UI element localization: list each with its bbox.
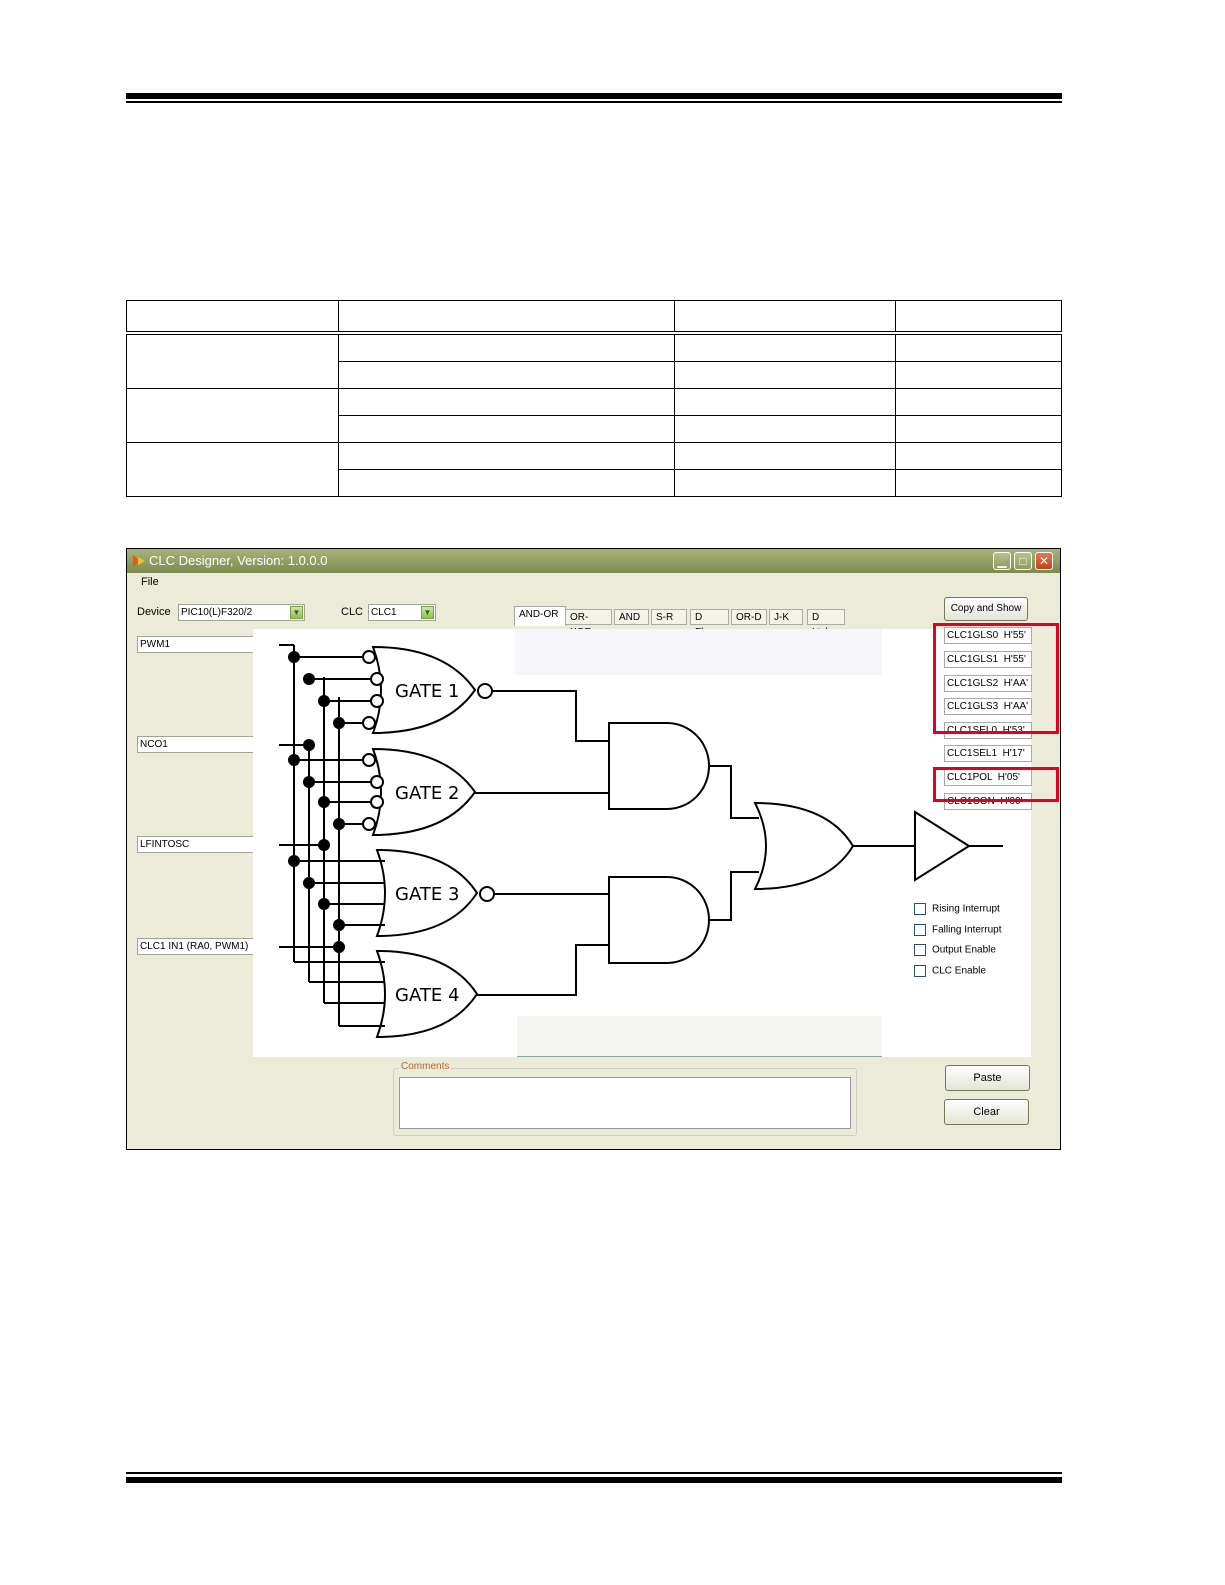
clc-designer-window: CLC Designer, Version: 1.0.0.0 ▁ □ ✕ Fil… bbox=[126, 548, 1061, 1150]
gate-2-label: GATE 2 bbox=[395, 783, 459, 804]
app-logo-icon bbox=[133, 555, 145, 567]
clear-button[interactable]: Clear bbox=[944, 1099, 1029, 1125]
copy-and-show-button[interactable]: Copy and Show bbox=[944, 597, 1028, 621]
falling-interrupt-label: Falling Interrupt bbox=[932, 924, 1002, 936]
output-enable-checkbox[interactable]: Output Enable bbox=[914, 944, 996, 956]
clc-enable-label: CLC Enable bbox=[932, 965, 986, 977]
checkbox-icon[interactable] bbox=[914, 965, 926, 977]
input-select-1-value: PWM1 bbox=[140, 639, 170, 650]
clc-label: CLC bbox=[341, 606, 364, 618]
clc-enable-checkbox[interactable]: CLC Enable bbox=[914, 965, 986, 977]
highlight-gls-registers bbox=[933, 623, 1059, 734]
tab-and[interactable]: AND bbox=[614, 609, 649, 625]
minimize-button[interactable]: ▁ bbox=[993, 552, 1011, 570]
chevron-down-icon[interactable]: ▼ bbox=[290, 606, 303, 619]
falling-interrupt-checkbox[interactable]: Falling Interrupt bbox=[914, 924, 1001, 936]
checkbox-icon[interactable] bbox=[914, 903, 926, 915]
input-select-2-value: NCO1 bbox=[140, 739, 168, 750]
input-select-3-value: LFINTOSC bbox=[140, 839, 190, 850]
device-select[interactable]: PIC10(L)F320/2 ▼ bbox=[178, 604, 305, 621]
register-clc1gls3: CLC1GLS3 H'AA' bbox=[944, 698, 1032, 715]
menu-file[interactable]: File bbox=[141, 576, 159, 588]
tab-s-r[interactable]: S-R bbox=[651, 609, 687, 625]
title-bar: CLC Designer, Version: 1.0.0.0 ▁ □ ✕ bbox=[127, 549, 1060, 573]
menu-bar: File bbox=[127, 573, 1060, 593]
close-button[interactable]: ✕ bbox=[1035, 552, 1053, 570]
rising-interrupt-label: Rising Interrupt bbox=[932, 903, 1000, 915]
checkbox-icon[interactable] bbox=[914, 924, 926, 936]
input-select-4-value: CLC1 IN1 (RA0, PWM1) bbox=[140, 941, 249, 952]
rising-interrupt-checkbox[interactable]: Rising Interrupt bbox=[914, 903, 1000, 915]
tab-j-k[interactable]: J-K bbox=[769, 609, 803, 625]
footer-rule bbox=[126, 1477, 1062, 1483]
register-clc1gls2: CLC1GLS2 H'AA' bbox=[944, 675, 1032, 692]
register-clc1gls0: CLC1GLS0 H'55' bbox=[944, 627, 1032, 644]
canvas-panel-top bbox=[515, 629, 882, 675]
comments-textarea[interactable] bbox=[399, 1077, 851, 1129]
canvas-panel-bottom bbox=[517, 1016, 882, 1057]
device-select-value: PIC10(L)F320/2 bbox=[181, 607, 253, 618]
document-table bbox=[126, 300, 1062, 497]
logic-diagram: GATE 1 GATE 2 GATE 3 GATE 4 bbox=[279, 644, 1003, 1039]
register-clc1gls1: CLC1GLS1 H'55' bbox=[944, 651, 1032, 668]
gate-3-label: GATE 3 bbox=[395, 884, 459, 905]
comments-label: Comments bbox=[399, 1061, 452, 1072]
tab-or-d[interactable]: OR-D bbox=[731, 609, 767, 625]
device-label: Device bbox=[137, 606, 171, 618]
output-enable-label: Output Enable bbox=[932, 944, 996, 956]
comments-group bbox=[393, 1068, 857, 1136]
register-clc1sel1: CLC1SEL1 H'17' bbox=[944, 745, 1032, 762]
gate-4-label: GATE 4 bbox=[395, 985, 459, 1006]
clc-select-value: CLC1 bbox=[371, 607, 397, 618]
clc-select[interactable]: CLC1 ▼ bbox=[368, 604, 436, 621]
footer-rule-thin bbox=[126, 1472, 1062, 1474]
header-rule bbox=[126, 93, 1062, 99]
gate-1-label: GATE 1 bbox=[395, 681, 459, 702]
checkbox-icon[interactable] bbox=[914, 944, 926, 956]
window-title: CLC Designer, Version: 1.0.0.0 bbox=[149, 553, 328, 568]
chevron-down-icon[interactable]: ▼ bbox=[421, 606, 434, 619]
register-clc1sel0: CLC1SEL0 H'53' bbox=[944, 722, 1032, 739]
highlight-pol-register bbox=[933, 767, 1059, 802]
maximize-button[interactable]: □ bbox=[1014, 552, 1032, 570]
header-rule-thin bbox=[126, 101, 1062, 103]
paste-button[interactable]: Paste bbox=[945, 1065, 1030, 1091]
